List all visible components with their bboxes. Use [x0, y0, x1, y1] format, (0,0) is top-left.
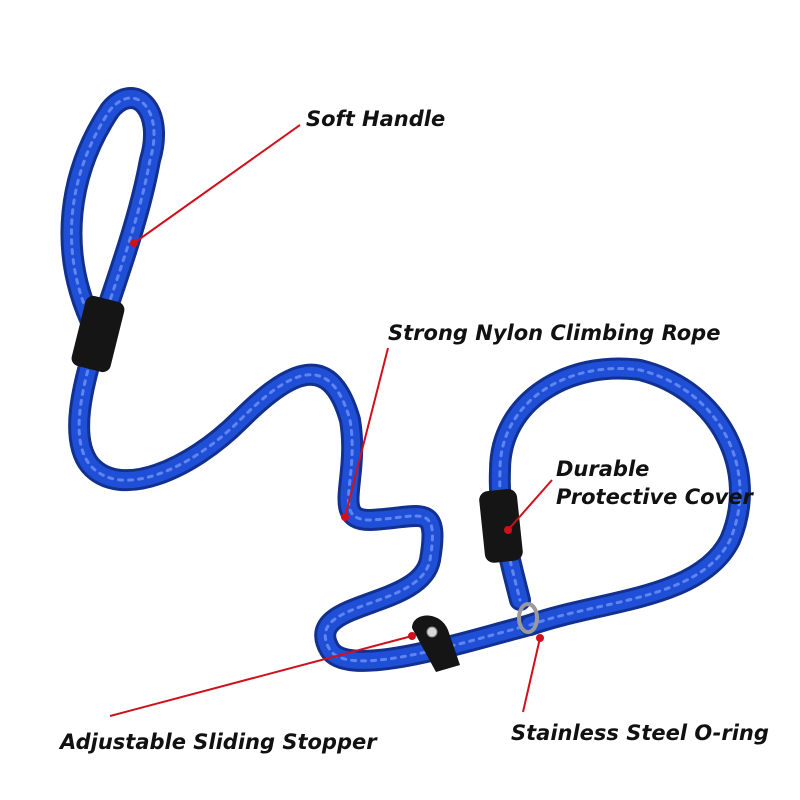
nylon-rope-label: Strong Nylon Climbing Rope: [388, 321, 721, 345]
o-ring-label: Stainless Steel O-ring: [511, 721, 769, 745]
o-ring: [517, 602, 539, 634]
protective-cover-label-line2: Protective Cover: [556, 485, 753, 509]
protective-cover: [479, 488, 523, 563]
handle-sleeve: [71, 295, 125, 373]
protective-cover-label: Durable Protective Cover: [556, 455, 753, 511]
sliding-stopper-label: Adjustable Sliding Stopper: [60, 730, 377, 754]
rope: [60, 87, 751, 672]
soft-handle-label: Soft Handle: [306, 107, 446, 131]
sliding-stopper: [412, 615, 460, 672]
protective-cover-label-line1: Durable: [556, 457, 650, 481]
leader-lines: [109, 124, 553, 717]
